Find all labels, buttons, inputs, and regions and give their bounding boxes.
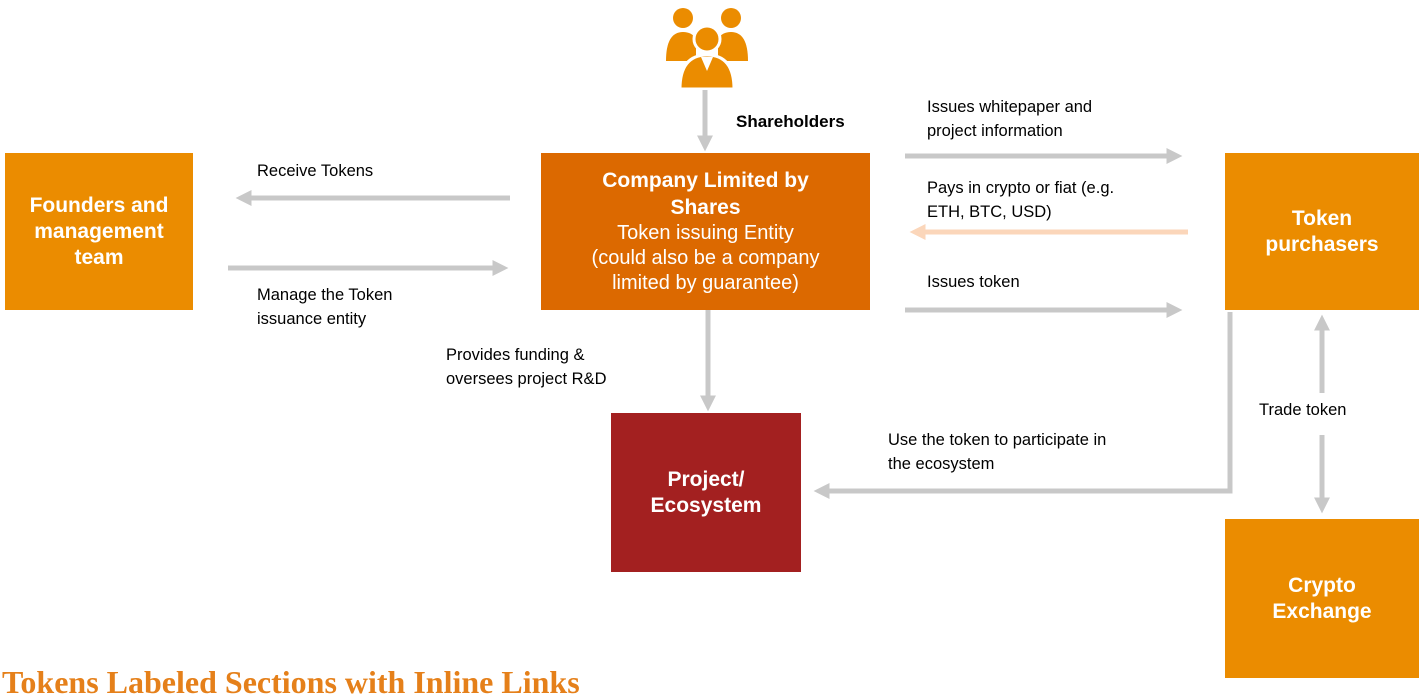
founders-node: Founders and management team [5, 153, 193, 310]
use-token-label: Use the token to participate in the ecos… [888, 431, 1107, 473]
connector-layer [228, 90, 1331, 514]
pays-label: Pays in crypto or fiat (e.g. ETH, BTC, U… [927, 179, 1115, 221]
founders-label: Founders and management team [29, 193, 169, 269]
token-purchasers-label: Token purchasers [1265, 206, 1379, 256]
project-ecosystem-node: Project/ Ecosystem [611, 413, 801, 572]
crypto-exchange-node: Crypto Exchange [1225, 519, 1419, 678]
manage-entity-label: Manage the Token issuance entity [257, 286, 393, 328]
shareholders-label: Shareholders [736, 112, 845, 131]
trade-token-label: Trade token [1259, 401, 1347, 419]
funding-label: Provides funding & oversees project R&D [446, 346, 607, 388]
company-title: Company Limited by Shares [602, 169, 809, 219]
token-purchasers-node: Token purchasers [1225, 153, 1419, 310]
issues-token-label: Issues token [927, 273, 1020, 291]
company-node: Company Limited by Shares Token issuing … [541, 153, 870, 310]
arrow-use-token [813, 312, 1233, 500]
project-ecosystem-label: Project/ Ecosystem [650, 467, 762, 517]
bottom-heading: Tokens Labeled Sections with Inline Link… [2, 664, 580, 700]
crypto-exchange-label: Crypto Exchange [1272, 573, 1372, 623]
receive-tokens-label: Receive Tokens [257, 162, 374, 180]
company-subtitle: Token issuing Entity (could also be a co… [591, 222, 820, 294]
group-of-people-icon [666, 8, 748, 89]
whitepaper-label: Issues whitepaper and project informatio… [927, 98, 1093, 140]
